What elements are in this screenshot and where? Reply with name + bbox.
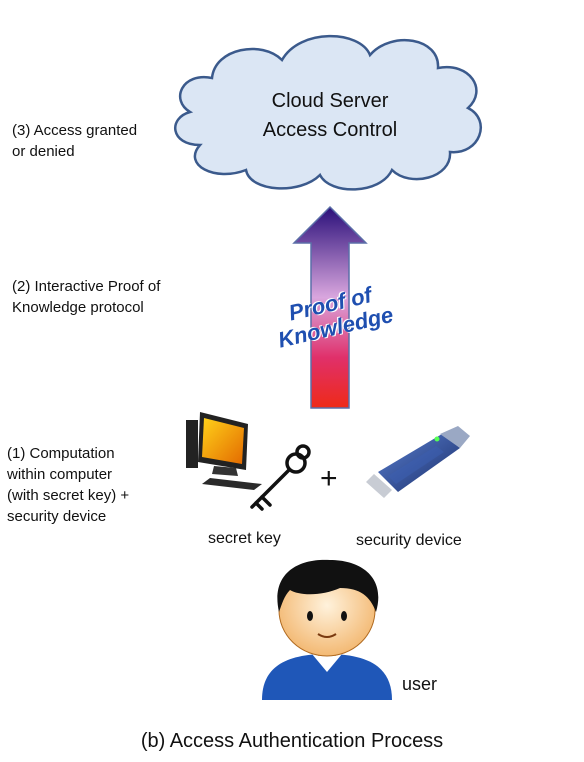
step1-line3: (with secret key) + bbox=[7, 487, 130, 504]
step1-label: (1) Computation within computer (with se… bbox=[7, 443, 129, 527]
step1-line2: within computer bbox=[7, 466, 113, 483]
step3-line2: or denied bbox=[12, 143, 75, 160]
step2-line1: (2) Interactive Proof of bbox=[12, 278, 161, 295]
security-device-label: security device bbox=[356, 532, 462, 549]
proof-of-knowledge-arrow bbox=[292, 205, 368, 409]
cloud-title-line1: Cloud Server bbox=[271, 90, 389, 112]
step2-line2: Knowledge protocol bbox=[12, 299, 144, 316]
computer-icon bbox=[186, 412, 262, 490]
step3-line1: (3) Access granted bbox=[12, 122, 138, 139]
secret-key-icon bbox=[250, 444, 311, 511]
step2-label: (2) Interactive Proof of Knowledge proto… bbox=[12, 276, 160, 318]
step1-line1: (1) Computation bbox=[7, 445, 115, 462]
cloud-shape bbox=[174, 34, 482, 191]
cloud-server-title: Cloud Server Access Control bbox=[190, 87, 470, 145]
plus-sign: + bbox=[320, 462, 338, 495]
figure-caption: (b) Access Authentication Process bbox=[140, 730, 444, 752]
cloud-title-line2: Access Control bbox=[262, 119, 398, 141]
secret-key-label: secret key bbox=[208, 530, 281, 547]
step1-line4: security device bbox=[7, 508, 107, 525]
step3-label: (3) Access granted or denied bbox=[12, 120, 137, 162]
user-label: user bbox=[402, 674, 438, 694]
user-avatar-icon bbox=[262, 559, 392, 700]
security-device-icon bbox=[366, 426, 470, 498]
